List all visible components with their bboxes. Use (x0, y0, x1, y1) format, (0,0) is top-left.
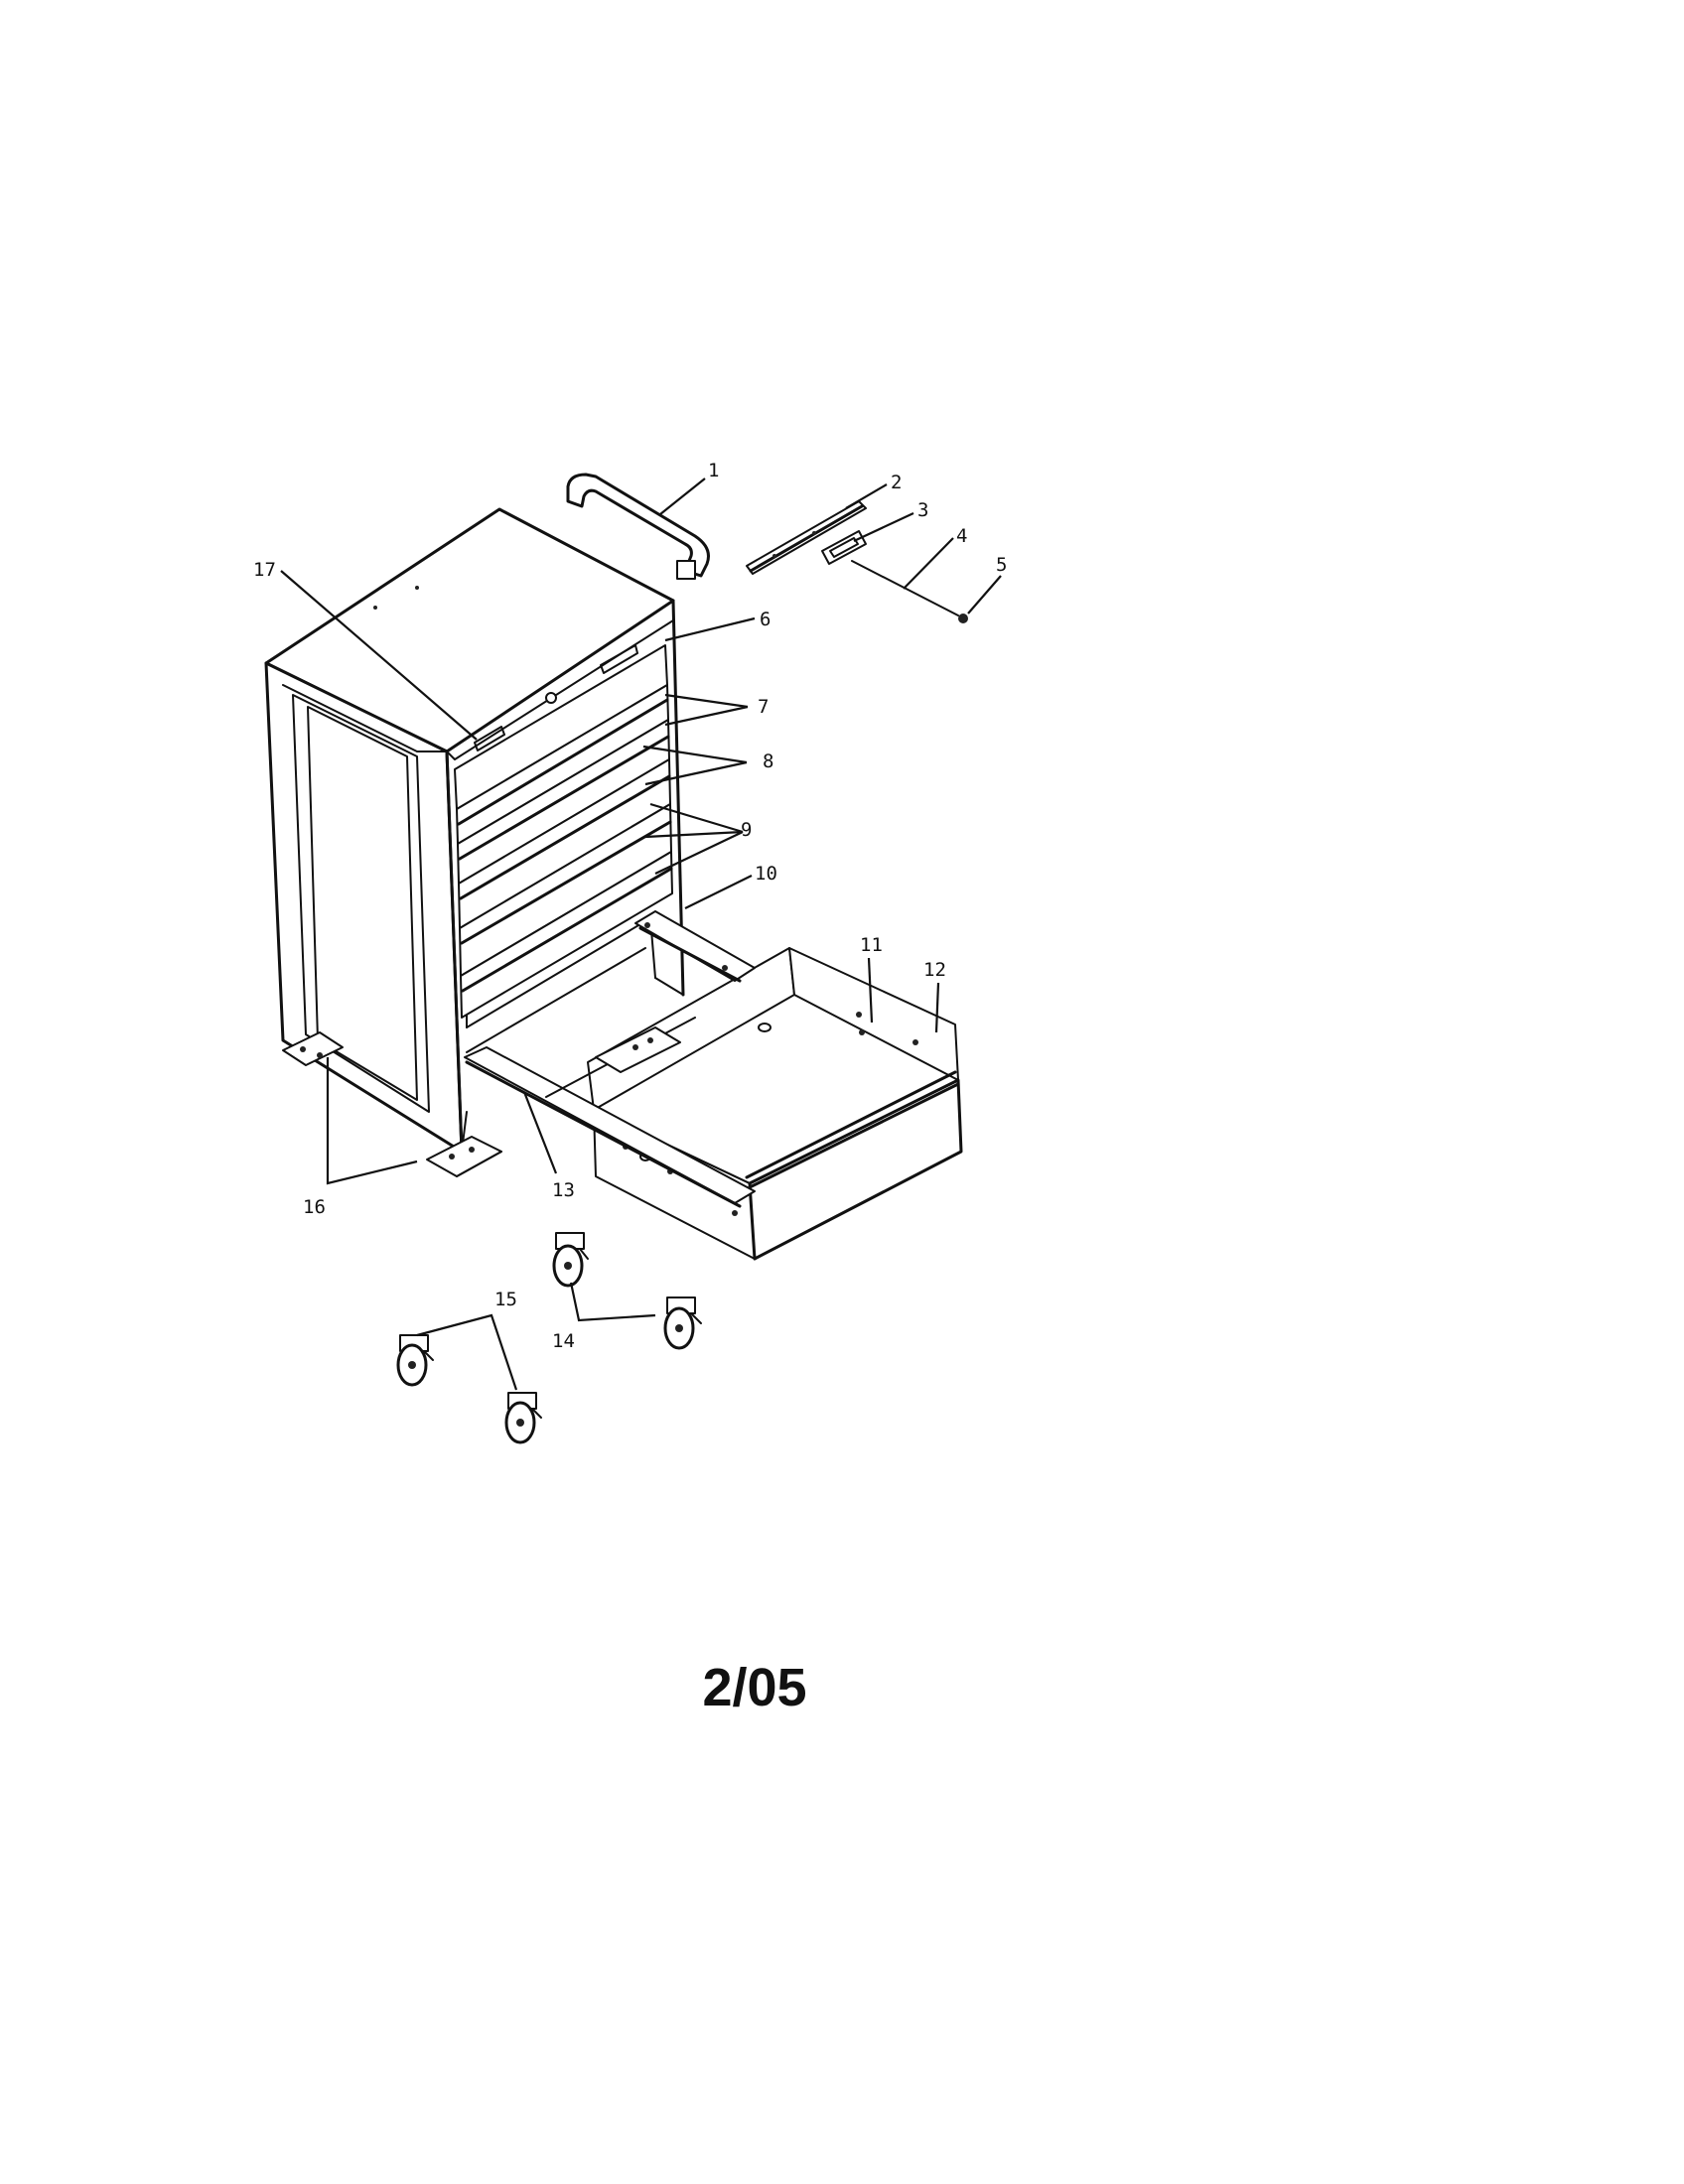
trim-strip (746, 500, 867, 575)
caster-14b (663, 1297, 702, 1350)
lock-plate (821, 530, 867, 565)
callout-10: 10 (755, 863, 777, 885)
open-drawer (587, 947, 963, 1261)
callout-12: 12 (923, 959, 946, 981)
callout-3: 3 (917, 499, 928, 521)
handle (566, 473, 710, 580)
casters (396, 1232, 702, 1444)
page-number: 2/05 (702, 1658, 806, 1717)
callout-17: 17 (253, 559, 276, 581)
callout-8: 8 (763, 751, 773, 772)
caster-15b (504, 1392, 542, 1444)
drawer-stack (454, 644, 673, 1019)
caster-14a (552, 1232, 589, 1288)
leader-lines (280, 478, 1002, 1391)
callout-13: 13 (552, 1179, 575, 1201)
callout-1: 1 (708, 460, 719, 481)
caster-15a (396, 1334, 434, 1387)
callout-14: 14 (552, 1330, 575, 1352)
callout-labels: 1 2 3 4 5 6 7 8 9 10 11 12 13 14 15 16 1… (253, 460, 1007, 1352)
drawer-slides (464, 910, 756, 1208)
callout-4: 4 (956, 525, 967, 547)
lock-rod (851, 560, 968, 623)
callout-2: 2 (891, 472, 902, 493)
callout-15: 15 (494, 1289, 517, 1310)
base-plates (282, 1031, 502, 1177)
callout-11: 11 (860, 934, 883, 956)
callout-9: 9 (741, 819, 752, 841)
callout-6: 6 (760, 609, 771, 630)
callout-16: 16 (303, 1196, 326, 1218)
callout-7: 7 (758, 696, 769, 718)
callout-5: 5 (996, 554, 1007, 576)
